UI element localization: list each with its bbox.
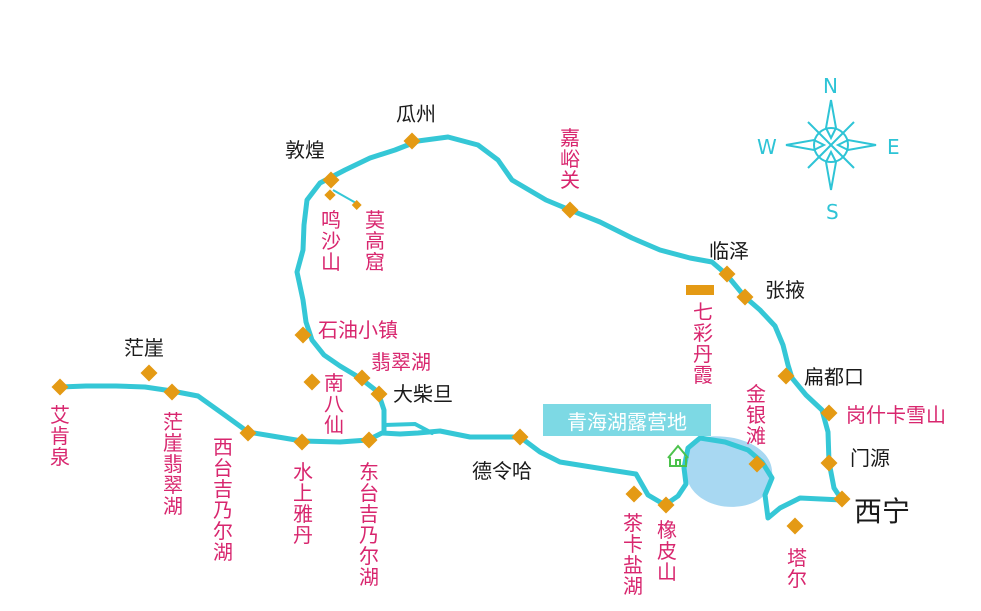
marker-xtjnh [239, 424, 257, 442]
label-dh: 敦煌 [285, 138, 325, 162]
marker-fch [353, 369, 371, 387]
compass-n-label: N [823, 74, 838, 98]
label-xn: 西宁 [854, 495, 911, 528]
label-fch: 翡翠湖 [371, 350, 431, 374]
marker-dlh [511, 428, 529, 446]
label-sshyd: 水上雅丹 [293, 460, 313, 547]
label-zy: 张掖 [765, 278, 805, 302]
marker-mgk [351, 200, 362, 210]
label-qcdx: 七彩丹霞 [693, 300, 713, 387]
label-gskxs: 岗什卡雪山 [846, 403, 946, 427]
label-bdk: 扁都口 [804, 365, 864, 389]
marker-sshyd [293, 433, 311, 451]
label-mycfch: 茫崖翡翠湖 [163, 410, 183, 518]
compass-rose-icon [785, 99, 877, 191]
marker-dtjnh [360, 431, 378, 449]
marker-dh [322, 171, 340, 189]
marker-my [820, 454, 838, 472]
compass-e-label: E [887, 135, 900, 159]
main-route [57, 134, 845, 521]
label-dcd: 大柴旦 [393, 382, 453, 406]
marker-sydz [294, 326, 312, 344]
camp-banner: 青海湖露营地 [543, 404, 711, 436]
compass-w-label: W [757, 135, 777, 159]
label-gz: 瓜州 [396, 102, 436, 126]
location-markers [51, 132, 851, 535]
marker-gz [403, 132, 421, 150]
label-my: 门源 [850, 446, 890, 470]
label-ckyh: 茶卡盐湖 [623, 511, 643, 598]
label-jyg: 嘉峪关 [560, 126, 580, 192]
marker-te [786, 517, 804, 535]
label-mss: 鸣沙山 [321, 208, 341, 274]
label-nbx: 南八仙 [324, 371, 344, 437]
label-mgk: 莫高窟 [365, 208, 385, 274]
marker-jyg [561, 201, 579, 219]
marker-mss [324, 189, 336, 201]
label-xtjnh: 西台吉乃尔湖 [213, 435, 233, 564]
marker-bdk [777, 367, 795, 385]
marker-mycfch [163, 383, 181, 401]
marker-dcd [370, 385, 388, 403]
marker-xps [657, 496, 675, 514]
mogao-spur [332, 189, 357, 204]
label-sydz: 石油小镇 [318, 318, 398, 342]
marker-ajq [51, 378, 69, 396]
label-ajq: 艾肯泉 [50, 403, 70, 469]
marker-jyt [748, 455, 766, 473]
marker-gskxs [820, 404, 838, 422]
marker-lz [718, 265, 736, 283]
marker-zy [736, 288, 754, 306]
label-xps: 橡皮山 [657, 518, 677, 584]
label-te: 塔尔 [787, 546, 807, 591]
marker-mangya [140, 364, 158, 382]
label-dlh: 德令哈 [472, 459, 532, 483]
label-mangya: 茫崖 [124, 336, 164, 360]
label-jyt: 金银滩 [746, 382, 766, 448]
marker-qcdx [686, 285, 714, 295]
dachaidan-connector [382, 421, 434, 435]
label-lz: 临泽 [709, 239, 749, 263]
marker-ckyh [625, 485, 643, 503]
compass-s-label: S [826, 200, 839, 224]
marker-xn [833, 490, 851, 508]
marker-nbx [303, 373, 321, 391]
camp-icon [667, 444, 689, 467]
label-dtjnh: 东台吉乃尔湖 [359, 460, 379, 589]
